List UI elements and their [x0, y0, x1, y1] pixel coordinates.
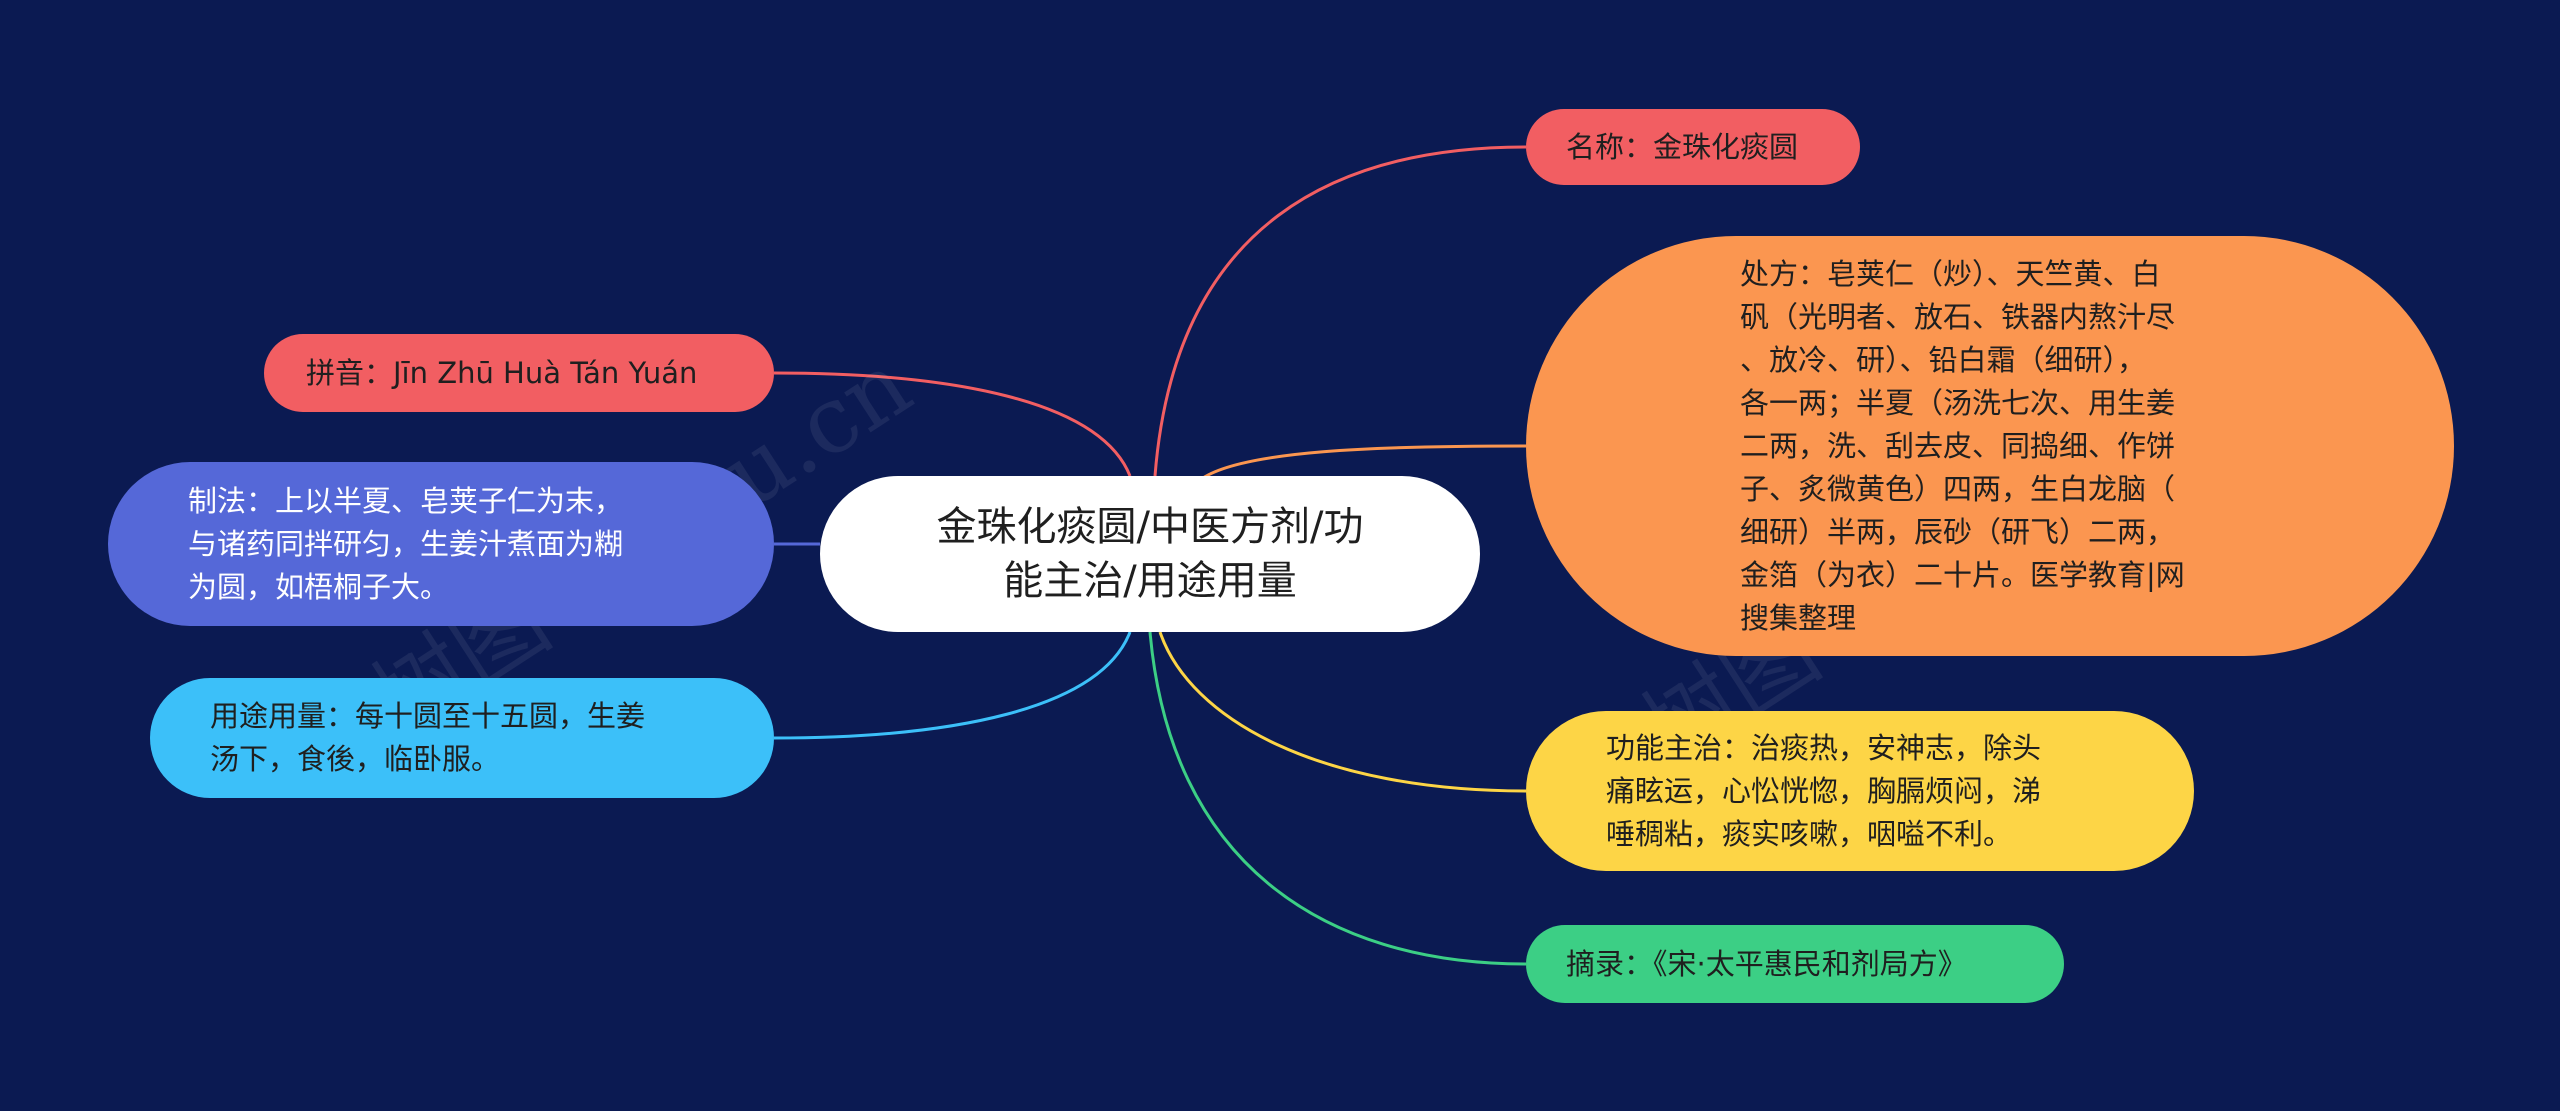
branch-prescription[interactable]: 处方：皂荚仁（炒）、天竺黄、白 矾（光明者、放石、铁器内熬汁尽 、放冷、研）、铅… [1526, 236, 2454, 656]
branch-label: 拼音：Jīn Zhū Huà Tán Yuán [306, 355, 698, 390]
branch-source[interactable]: 摘录：《宋·太平惠民和剂局方》 [1526, 925, 2064, 1003]
branch-label: 名称：金珠化痰圆 [1566, 129, 1799, 164]
connector-usage [773, 631, 1132, 740]
branch-label: 摘录：《宋·太平惠民和剂局方》 [1566, 946, 1967, 981]
connector-pinyin [773, 371, 1132, 477]
central-topic[interactable]: 金珠化痰圆/中医方剂/功 能主治/用途用量 [820, 476, 1480, 632]
branch-function[interactable]: 功能主治：治痰热，安神志，除头 痛眩运，心忪恍惚，胸膈烦闷，涕 唾稠粘，痰实咳嗽… [1526, 711, 2194, 871]
branch-pinyin[interactable]: 拼音：Jīn Zhū Huà Tán Yuán [264, 334, 774, 412]
branch-name[interactable]: 名称：金珠化痰圆 [1526, 109, 1860, 185]
branch-label: 制法：上以半夏、皂荚子仁为末， 与诸药同拌研匀，生姜汁煮面为糊 为圆，如梧桐子大… [188, 483, 624, 604]
branch-usage[interactable]: 用途用量：每十圆至十五圆，生姜 汤下，食後，临卧服。 [150, 678, 774, 798]
connector-prescription [1199, 444, 1527, 482]
connector-name [1153, 145, 1527, 477]
branch-label: 用途用量：每十圆至十五圆，生姜 汤下，食後，临卧服。 [210, 699, 646, 776]
connector-source [1148, 631, 1527, 966]
branch-label: 功能主治：治痰热，安神志，除头 痛眩运，心忪恍惚，胸膈烦闷，涕 唾稠粘，痰实咳嗽… [1606, 730, 2042, 851]
central-topic-label: 金珠化痰圆/中医方剂/功 能主治/用途用量 [936, 504, 1364, 604]
connector-function [1158, 631, 1527, 793]
branch-method[interactable]: 制法：上以半夏、皂荚子仁为末， 与诸药同拌研匀，生姜汁煮面为糊 为圆，如梧桐子大… [108, 462, 774, 626]
branch-label: 处方：皂荚仁（炒）、天竺黄、白 矾（光明者、放石、铁器内熬汁尽 、放冷、研）、铅… [1740, 256, 2185, 635]
